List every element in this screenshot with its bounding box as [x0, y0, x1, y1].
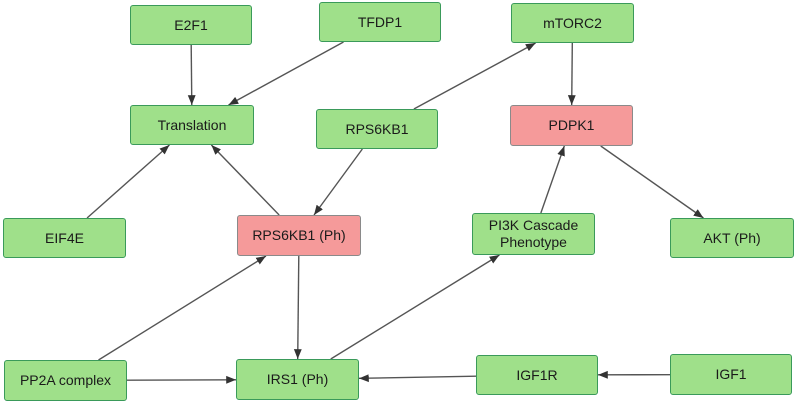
node-label: PDPK1 — [548, 117, 595, 133]
node-eif4e: EIF4E — [3, 218, 126, 258]
edge-pp2a-to-rps6kb1_ph — [98, 255, 267, 361]
node-label: mTORC2 — [543, 14, 602, 31]
edge-igf1r-to-irs1_ph — [358, 374, 477, 383]
node-label: RPS6KB1 (Ph) — [252, 227, 346, 243]
node-label: IGF1 — [715, 366, 747, 382]
node-label-line2: Phenotype — [500, 234, 567, 250]
node-irs1-ph: IRS1 (Ph) — [236, 359, 359, 400]
node-label: EIF4E — [45, 229, 84, 246]
edge-mtorc2-to-pdpk1 — [567, 42, 576, 106]
edge-tfdp1-to-translation — [228, 41, 344, 106]
node-label: E2F1 — [174, 16, 208, 33]
node-label: IGF1R — [516, 366, 558, 383]
edge-rps6kb1-to-rps6kb1_ph — [313, 148, 363, 216]
node-label-line1: PI3K Cascade — [488, 217, 579, 233]
node-label: Translation — [157, 116, 227, 133]
node-mtorc2: mTORC2 — [511, 3, 634, 43]
edge-rps6kb1_ph-to-translation — [210, 144, 280, 216]
node-igf1r: IGF1R — [476, 355, 598, 395]
node-label: PP2A complex — [19, 372, 112, 388]
node-label: IRS1 (Ph) — [266, 371, 329, 387]
node-igf1: IGF1 — [670, 354, 792, 395]
edge-pi3k-to-pdpk1 — [540, 145, 565, 214]
edge-eif4e-to-translation — [86, 144, 170, 219]
edge-irs1_ph-to-pi3k — [330, 254, 500, 360]
edge-rps6kb1_ph-to-irs1_ph — [293, 255, 302, 360]
node-label: TFDP1 — [357, 13, 403, 30]
node-tfdp1: TFDP1 — [319, 2, 441, 42]
node-e2f1: E2F1 — [130, 5, 252, 45]
node-rps6kb1: RPS6KB1 — [316, 109, 438, 149]
node-rps6kb1-ph: RPS6KB1 (Ph) — [237, 215, 361, 256]
edge-pdpk1-to-akt_ph — [600, 145, 704, 219]
edge-e2f1-to-translation — [187, 44, 196, 106]
node-label: RPS6KB1 — [345, 120, 409, 137]
node-akt-ph: AKT (Ph) — [670, 218, 794, 258]
node-translation: Translation — [130, 105, 254, 145]
node-pp2a-complex: PP2A complex — [4, 360, 127, 401]
node-label: AKT (Ph) — [703, 229, 761, 246]
node-pdpk1: PDPK1 — [510, 105, 633, 146]
edge-rps6kb1-to-mtorc2 — [413, 42, 536, 110]
